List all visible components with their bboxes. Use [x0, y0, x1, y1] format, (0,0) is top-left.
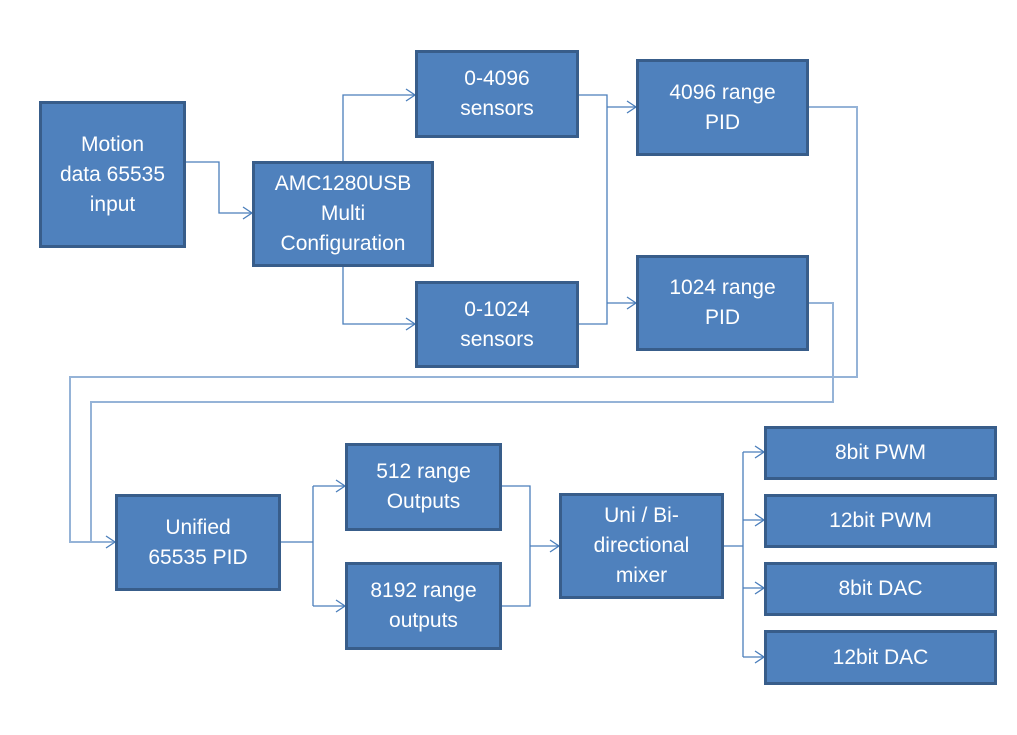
node-label: 0-4096 sensors	[460, 67, 534, 120]
node-dac-12bit[interactable]: 12bit DAC	[764, 630, 997, 685]
node-label: Unified 65535 PID	[148, 515, 248, 569]
node-label: 8bit DAC	[838, 577, 923, 600]
node-pwm-8bit[interactable]: 8bit PWM	[764, 426, 997, 480]
connector-pid-4096-to-unified	[69, 106, 858, 543]
connector-sensors-bus	[578, 94, 608, 325]
connector-mixer-to-drivers	[723, 451, 764, 658]
connector-motion-to-amc	[185, 161, 252, 214]
connector-pid-1024-to-unified	[90, 302, 834, 542]
node-label: 4096 range PID	[669, 80, 776, 134]
connector-amc-to-sensors-1024	[342, 266, 415, 325]
node-dac-8bit[interactable]: 8bit DAC	[764, 562, 997, 616]
node-pwm-12bit[interactable]: 12bit PWM	[764, 494, 997, 548]
connector-outputs-to-mixer	[501, 485, 559, 607]
node-amc1280usb[interactable]: AMC1280USB Multi Configuration	[252, 161, 434, 267]
node-pid-1024[interactable]: 1024 range PID	[636, 255, 809, 351]
node-pid-4096[interactable]: 4096 range PID	[636, 59, 809, 156]
connector-unified-to-outputs	[280, 485, 345, 607]
connector-amc-to-sensors-4096	[342, 94, 415, 162]
node-label: 12bit PWM	[829, 509, 932, 532]
node-label: 8192 range outputs	[370, 579, 477, 632]
node-label: 512 range Outputs	[376, 460, 471, 513]
node-label: Motion data 65535 input	[59, 132, 166, 216]
node-label: 0-1024 sensors	[460, 297, 534, 351]
node-label: 8bit PWM	[834, 441, 926, 464]
node-label: Uni / Bi- directional mixer	[593, 504, 690, 587]
node-unified-pid[interactable]: Unified 65535 PID	[115, 494, 281, 591]
node-outputs-512[interactable]: 512 range Outputs	[345, 443, 502, 531]
node-outputs-8192[interactable]: 8192 range outputs	[345, 562, 502, 650]
node-sensors-1024[interactable]: 0-1024 sensors	[415, 281, 579, 368]
node-label: 12bit DAC	[832, 645, 929, 669]
node-motion-input[interactable]: Motion data 65535 input	[39, 101, 186, 248]
node-sensors-4096[interactable]: 0-4096 sensors	[415, 50, 579, 138]
node-mixer[interactable]: Uni / Bi- directional mixer	[559, 493, 724, 599]
node-label: AMC1280USB Multi Configuration	[274, 172, 412, 255]
node-label: 1024 range PID	[669, 276, 776, 329]
